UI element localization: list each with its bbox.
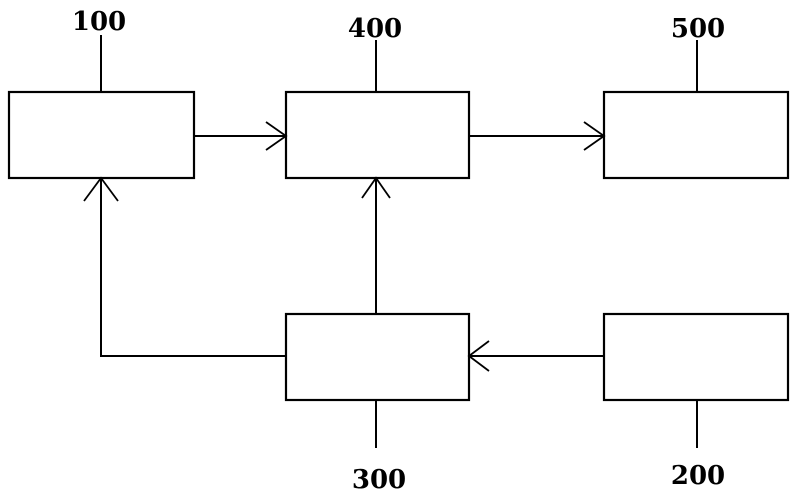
arrow-300-to-400 <box>362 178 390 314</box>
ref-label-200: 200 <box>671 461 725 491</box>
arrow-100-to-400 <box>194 122 286 150</box>
ref-label-100: 100 <box>72 7 126 37</box>
arrow-300-to-100 <box>84 178 286 356</box>
block-400 <box>286 92 469 178</box>
ref-label-400: 400 <box>348 14 402 44</box>
arrow-400-to-500 <box>469 122 604 150</box>
block-500 <box>604 92 788 178</box>
block-100 <box>9 92 194 178</box>
arrow-200-to-300 <box>469 341 604 371</box>
ref-label-300: 300 <box>352 465 406 495</box>
ref-label-500: 500 <box>671 14 725 44</box>
block-300 <box>286 314 469 400</box>
block-200 <box>604 314 788 400</box>
